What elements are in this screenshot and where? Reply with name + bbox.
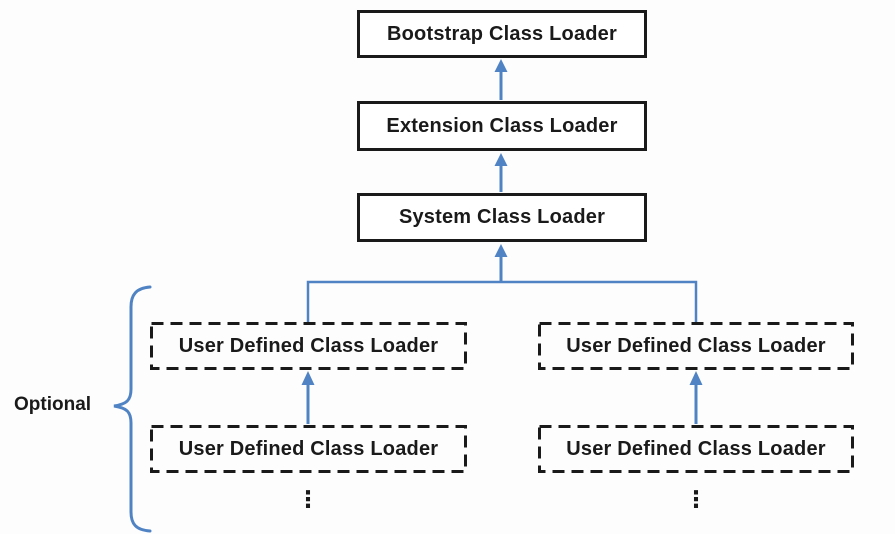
ellipsis-left-column: ⋮ <box>296 487 320 513</box>
branch-connector-line <box>306 280 698 323</box>
node-user-defined-left-bottom: User Defined Class Loader <box>150 425 467 473</box>
arrow-user-right-bottom-to-top <box>689 371 703 424</box>
node-label: User Defined Class Loader <box>178 437 439 460</box>
arrow-user-left-bottom-to-top <box>301 371 315 424</box>
arrow-extension-to-bootstrap <box>494 59 508 100</box>
optional-label: Optional <box>14 394 92 415</box>
node-user-defined-left-top: User Defined Class Loader <box>150 322 467 370</box>
node-bootstrap-class-loader: Bootstrap Class Loader <box>357 10 647 58</box>
dashed-border <box>538 425 854 473</box>
node-label: User Defined Class Loader <box>566 437 826 460</box>
node-label: User Defined Class Loader <box>178 334 439 357</box>
node-user-defined-right-bottom: User Defined Class Loader <box>538 425 854 473</box>
arrow-branch-to-system <box>494 244 508 283</box>
node-label: Bootstrap Class Loader <box>386 22 617 45</box>
arrow-system-to-extension <box>494 153 508 192</box>
ellipsis-right-column: ⋮ <box>684 487 708 513</box>
node-label: User Defined Class Loader <box>566 334 826 357</box>
node-label: System Class Loader <box>398 206 606 228</box>
dashed-border <box>150 322 467 370</box>
node-system-class-loader: System Class Loader <box>357 193 647 242</box>
dashed-border <box>538 322 854 370</box>
dashed-border <box>150 425 467 473</box>
node-label: Extension Class Loader <box>386 114 618 137</box>
optional-brace-icon <box>113 285 152 533</box>
node-user-defined-right-top: User Defined Class Loader <box>538 322 854 370</box>
node-extension-class-loader: Extension Class Loader <box>357 101 647 151</box>
